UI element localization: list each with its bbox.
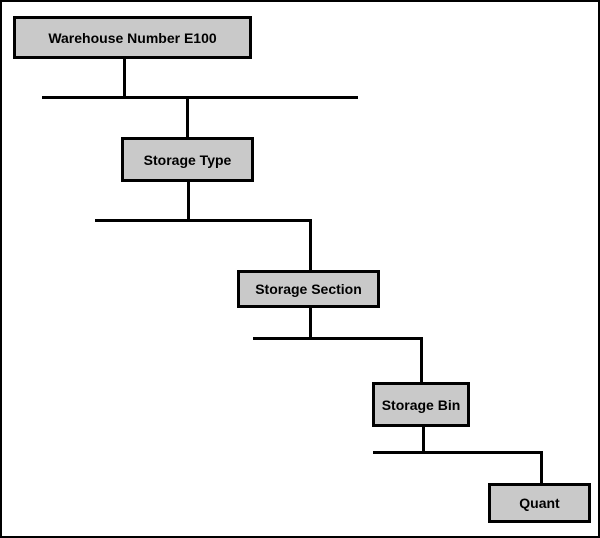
node-storage-bin-label: Storage Bin bbox=[381, 396, 461, 413]
connector-storage-type-out bbox=[187, 182, 190, 222]
node-storage-bin: Storage Bin bbox=[372, 382, 470, 427]
node-quant: Quant bbox=[488, 483, 591, 523]
connector-storage-section-out bbox=[309, 308, 312, 340]
connector-quant-drop bbox=[540, 451, 543, 483]
connector-level2-branch-line bbox=[95, 219, 312, 222]
node-quant-label: Quant bbox=[519, 495, 560, 511]
connector-storage-section-drop bbox=[309, 219, 312, 270]
node-storage-section: Storage Section bbox=[237, 270, 380, 308]
connector-level3-branch-line bbox=[253, 337, 423, 340]
node-warehouse-number: Warehouse Number E100 bbox=[13, 16, 252, 59]
connector-warehouse-drop bbox=[123, 59, 126, 99]
connector-level4-branch-line bbox=[373, 451, 543, 454]
connector-storage-bin-out bbox=[422, 427, 425, 454]
connector-storage-type-drop bbox=[186, 96, 189, 137]
node-storage-section-label: Storage Section bbox=[255, 281, 362, 297]
connector-storage-bin-drop bbox=[420, 337, 423, 382]
node-storage-type: Storage Type bbox=[121, 137, 254, 182]
connector-level1-branch-line bbox=[42, 96, 358, 99]
node-storage-type-label: Storage Type bbox=[143, 151, 232, 168]
node-warehouse-number-label: Warehouse Number E100 bbox=[48, 29, 217, 46]
